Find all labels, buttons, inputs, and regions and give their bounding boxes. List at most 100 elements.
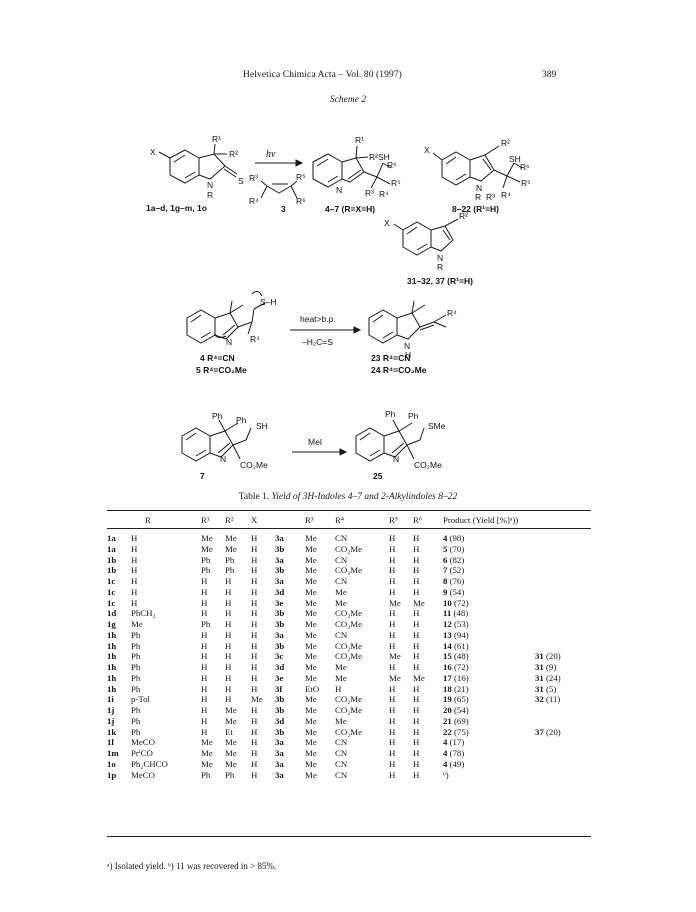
table-cell: CN	[335, 533, 348, 543]
col-header	[107, 511, 131, 529]
table-cell: Ph	[225, 769, 235, 780]
table-cell: 1h	[107, 683, 117, 694]
table-cell	[535, 608, 591, 619]
table-cell: 3a	[275, 576, 284, 586]
table-cell: Et	[225, 726, 233, 737]
table-cell: 14 (61)	[443, 640, 469, 651]
table-cell: Me	[413, 672, 425, 683]
table-cell: H	[413, 769, 420, 780]
table-cell: 1h	[107, 672, 117, 683]
svg-text:R⁵: R⁵	[296, 172, 306, 182]
table-cell: H	[201, 662, 208, 672]
svg-text:R¹: R¹	[212, 134, 221, 144]
table-cell	[535, 770, 591, 781]
table-cell: H	[389, 758, 396, 769]
table-cell: H	[389, 629, 396, 640]
heat-label: heat>b.p.	[300, 314, 336, 324]
table-cell: H	[131, 565, 138, 576]
table-cell	[535, 759, 591, 770]
svg-text:R²: R²	[229, 149, 238, 159]
table-cell: 3a	[275, 629, 284, 640]
table-cell: 16 (72)	[443, 662, 469, 672]
svg-text:N: N	[220, 454, 226, 464]
table-cell	[535, 705, 591, 716]
table-cell: H	[389, 662, 396, 672]
table-cell: Me	[305, 608, 317, 619]
table-cell: 1l	[107, 737, 114, 748]
running-header: Helvetica Chimica Acta – Vol. 80 (1997) …	[0, 70, 696, 84]
table-cell: CO₂Me	[335, 640, 363, 651]
table-cell: H	[335, 683, 342, 694]
col-header	[535, 511, 591, 529]
table-cell: 3a	[275, 758, 284, 769]
col-header-r: R	[145, 514, 151, 525]
elimination-label: –H₂C=S	[302, 337, 333, 347]
table-cell: 3e	[275, 672, 284, 683]
table-cell: Me	[335, 715, 347, 726]
table-cell: H	[251, 683, 258, 694]
table-cell: H	[389, 705, 396, 715]
table-cell: Ph	[131, 715, 141, 726]
svg-text:X: X	[384, 218, 390, 228]
table-cell	[535, 576, 591, 587]
table-cell: Me	[305, 662, 317, 672]
table-cell	[535, 544, 591, 555]
table-cell: Me	[335, 672, 347, 683]
table-cell: H	[251, 608, 258, 619]
table-cell: H	[201, 629, 208, 640]
svg-text:SH: SH	[509, 154, 521, 164]
table-cell: 6 (82)	[443, 554, 465, 565]
svg-text:SH: SH	[256, 421, 268, 431]
table-cell: 3f	[275, 683, 283, 694]
table-cell: 22 (75)	[443, 726, 469, 737]
table-cell: H	[201, 651, 208, 662]
table-cell: 15 (48)	[443, 651, 469, 662]
table-cell: Me	[413, 597, 425, 608]
table-cell: Me	[201, 737, 213, 748]
table-cell: H	[413, 651, 420, 662]
table-cell: 21 (69)	[443, 715, 469, 726]
table-cell: H	[389, 715, 396, 726]
table-cell: H	[251, 597, 258, 608]
table-cell: MeCO	[131, 737, 155, 748]
table-cell	[535, 716, 591, 727]
table-cell: 13 (94)	[443, 629, 469, 640]
table-cell: H	[389, 576, 396, 586]
table-cell: H	[225, 629, 232, 640]
table-cell: H	[201, 586, 208, 597]
svg-text:R²: R²	[459, 211, 468, 221]
table-cell: Me	[389, 597, 401, 608]
table-cell: H	[413, 543, 420, 554]
svg-text:R⁶: R⁶	[296, 196, 306, 206]
table-cell: Ph	[131, 662, 141, 672]
table-cell: 5 (70)	[443, 543, 465, 554]
table-cell: 7 (52)	[443, 565, 465, 576]
table-cell: H	[251, 662, 258, 672]
table-cell: 3e	[275, 597, 284, 608]
table-cell: 19 (65)	[443, 694, 469, 705]
svg-text:R⁵: R⁵	[521, 178, 531, 188]
svg-text:R¹: R¹	[355, 135, 364, 145]
table-cell: Me	[305, 576, 317, 586]
table-cell: Ph	[131, 672, 141, 683]
table-cell: H	[131, 597, 138, 608]
svg-text:X: X	[150, 147, 156, 157]
table-cell: CN	[335, 737, 348, 748]
table-cell: Ph	[225, 554, 235, 565]
table-cell	[535, 737, 591, 748]
table-cell: CO₂Me	[335, 726, 363, 737]
table-cell: 12 (53)	[443, 619, 469, 629]
svg-text:N: N	[226, 337, 232, 347]
table-cell	[535, 630, 591, 641]
table-cell: Me	[305, 597, 317, 608]
table-cell: Ph	[131, 629, 141, 640]
